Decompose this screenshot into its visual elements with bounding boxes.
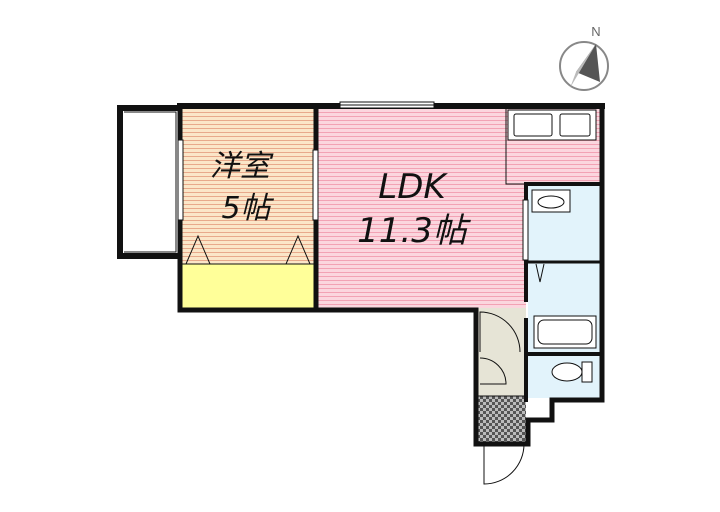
compass: N <box>559 24 609 91</box>
toilet-icon <box>551 361 593 383</box>
western-room <box>182 106 314 264</box>
bathtub-icon <box>533 315 597 349</box>
ldk-room-name: LDK <box>378 167 448 207</box>
closet-doors <box>185 234 311 265</box>
ldk-room-size: 11.3帖 <box>357 211 472 251</box>
kitchen-counter <box>507 109 597 141</box>
compass-label: N <box>591 24 600 39</box>
compass-needle-light <box>570 44 596 88</box>
western-room-size: 5帖 <box>221 191 274 226</box>
western-room-name: 洋室 <box>210 149 274 184</box>
western-room-label: 洋室 5帖 <box>210 149 275 226</box>
balcony <box>117 105 180 259</box>
entrance-hall <box>478 308 526 396</box>
ldk-room-label: LDK 11.3帖 <box>357 167 472 251</box>
entrance-tile <box>478 396 526 442</box>
closet <box>181 263 315 309</box>
washbasin-icon <box>531 189 571 213</box>
washroom-door <box>535 263 545 283</box>
entrance-doors <box>479 311 525 485</box>
ldk-room <box>318 106 526 308</box>
compass-needle-icon <box>576 44 600 82</box>
windows <box>177 101 529 261</box>
